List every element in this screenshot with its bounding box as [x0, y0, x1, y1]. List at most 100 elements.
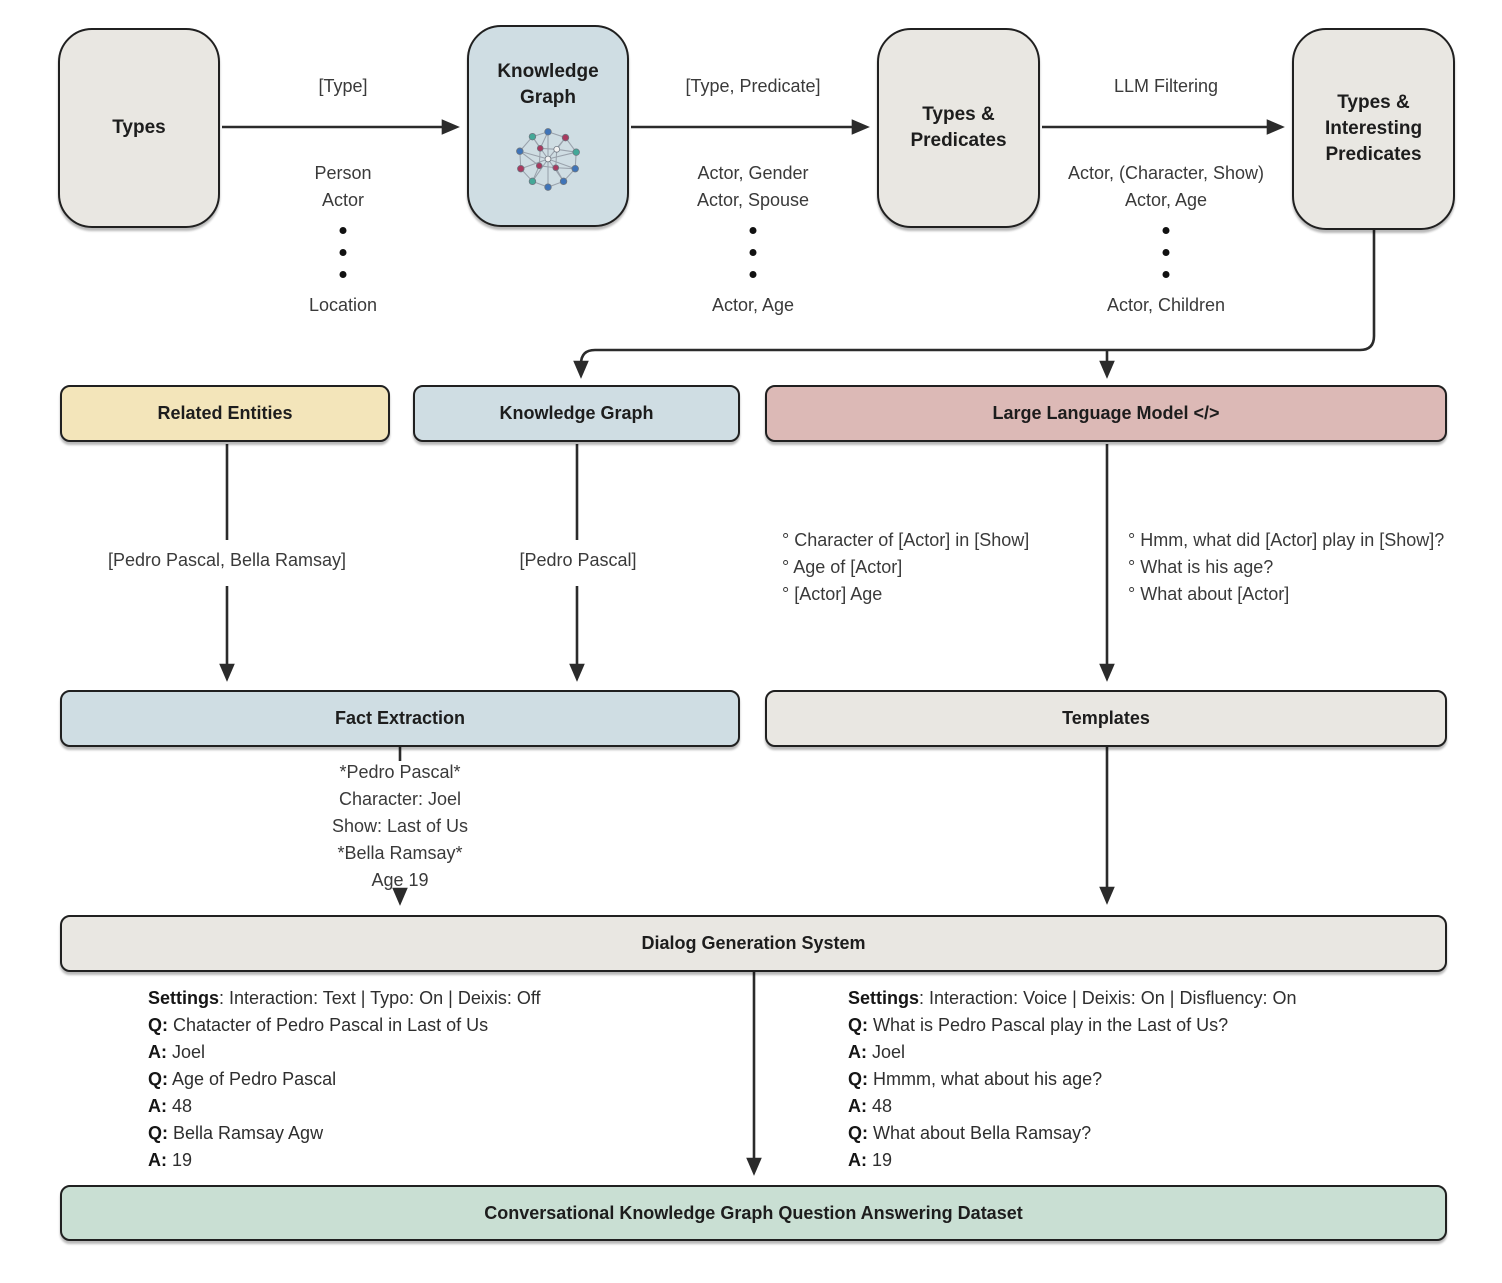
example-item: Actor, Gender	[697, 163, 809, 183]
line-prefix: Q:	[148, 1015, 168, 1035]
dialog-example-text: Settings: Interaction: Text | Typo: On |…	[148, 985, 541, 1174]
knowledge-graph-box: Knowledge Graph	[467, 25, 629, 227]
vertical-ellipsis	[339, 227, 347, 278]
line-text: 19	[867, 1150, 893, 1170]
edge-examples-type: Person Actor	[314, 160, 371, 214]
types-interesting-predicates-box: Types & Interesting Predicates	[1292, 28, 1455, 230]
line-text: : Interaction: Text | Typo: On | Deixis:…	[219, 988, 541, 1008]
vertical-ellipsis	[1162, 227, 1170, 278]
line-text: Joel	[867, 1042, 906, 1062]
line-prefix: A:	[848, 1150, 867, 1170]
related-entities-bar-title: Related Entities	[157, 403, 293, 423]
route-tip-to-kg-bar	[573, 230, 1376, 379]
template-examples-right: ° Hmm, what did [Actor] play in [Show]? …	[1128, 527, 1444, 608]
dataset-bar: Conversational Knowledge Graph Question …	[60, 1185, 1447, 1241]
line-prefix: Q:	[848, 1123, 868, 1143]
edge-label-type-predicate: [Type, Predicate]	[685, 76, 821, 96]
dialog-line: A: Joel	[148, 1039, 541, 1066]
line-prefix: Q:	[848, 1015, 868, 1035]
llm-bar-title: Large Language Model </>	[992, 403, 1220, 423]
edge-examples-type-predicate: Actor, Gender Actor, Spouse	[697, 160, 809, 214]
line-prefix: A:	[148, 1150, 167, 1170]
extracted-facts: *Pedro Pascal* Character: Joel Show: Las…	[332, 759, 468, 894]
line-text: Age of Pedro Pascal	[168, 1069, 337, 1089]
dialog-line: Q: What is Pedro Pascal play in the Last…	[848, 1012, 1297, 1039]
line-text: Chatacter of Pedro Pascal in Last of Us	[168, 1015, 489, 1035]
knowledge-graph-icon	[516, 128, 580, 191]
knowledge-graph-bar: Knowledge Graph	[413, 385, 740, 442]
dialog-example-voice: Settings: Interaction: Voice | Deixis: O…	[848, 985, 1297, 1174]
example-item: Actor, Spouse	[696, 190, 810, 210]
template-examples-left: ° Character of [Actor] in [Show] ° Age o…	[782, 527, 1029, 608]
edge-label-llm-filtering: LLM Filtering	[1113, 76, 1219, 96]
dialog-line: A: 19	[148, 1147, 541, 1174]
dialog-line: Q: Chatacter of Pedro Pascal in Last of …	[148, 1012, 541, 1039]
example-item: Person	[314, 163, 372, 183]
dialog-line: A: 19	[848, 1147, 1297, 1174]
types-interesting-predicates-box-title: Types & Interesting Predicates	[1324, 92, 1423, 165]
edge-label-type: [Type]	[318, 76, 368, 96]
dataset-bar-title: Conversational Knowledge Graph Question …	[484, 1202, 1023, 1223]
dialog-line: Q: Hmmm, what about his age?	[848, 1066, 1297, 1093]
template-example: ° Hmm, what did [Actor] play in [Show]?	[1128, 530, 1445, 550]
edge-examples-llm-filtering: Actor, (Character, Show) Actor, Age	[1068, 160, 1264, 214]
types-box-title: Types	[112, 117, 166, 138]
related-entities-bar: Related Entities	[60, 385, 390, 442]
template-example: ° Character of [Actor] in [Show]	[782, 530, 1030, 550]
dialog-line: Settings: Interaction: Voice | Deixis: O…	[848, 985, 1297, 1012]
knowledge-graph-box-title: Knowledge Graph	[497, 61, 599, 108]
vertical-ellipsis	[749, 227, 757, 278]
template-example: ° What is his age?	[1128, 557, 1274, 577]
line-text: 19	[167, 1150, 193, 1170]
template-example: ° What about [Actor]	[1128, 584, 1290, 604]
line-prefix: A:	[848, 1096, 867, 1116]
line-text: What about Bella Ramsay?	[868, 1123, 1092, 1143]
fact-extraction-bar-title: Fact Extraction	[334, 708, 466, 728]
line-prefix: Q:	[848, 1069, 868, 1089]
dialog-line: Settings: Interaction: Text | Typo: On |…	[148, 985, 541, 1012]
dialog-line: A: Joel	[848, 1039, 1297, 1066]
template-example: ° [Actor] Age	[782, 584, 883, 604]
line-prefix: Settings	[148, 988, 220, 1008]
fact-extraction-bar: Fact Extraction	[60, 690, 740, 747]
templates-bar: Templates	[765, 690, 1447, 747]
line-prefix: Q:	[148, 1069, 168, 1089]
template-example: ° Age of [Actor]	[782, 557, 903, 577]
line-prefix: A:	[848, 1042, 867, 1062]
dialog-line: Q: Bella Ramsay Agw	[148, 1120, 541, 1147]
related-to-fact-label: [Pedro Pascal, Bella Ramsay]	[107, 550, 347, 570]
example-item: Actor, Age	[1124, 190, 1208, 210]
fact-line: *Pedro Pascal*	[339, 762, 461, 782]
line-prefix: Q:	[148, 1123, 168, 1143]
example-item: Actor, Children	[1106, 295, 1226, 315]
dialog-line: A: 48	[148, 1093, 541, 1120]
example-item: Actor, Age	[711, 295, 795, 315]
line-text: Bella Ramsay Agw	[168, 1123, 324, 1143]
types-predicates-box: Types & Predicates	[877, 28, 1040, 228]
line-prefix: A:	[148, 1096, 167, 1116]
example-item: Location	[308, 295, 378, 315]
line-text: Joel	[167, 1042, 206, 1062]
line-text: 48	[867, 1096, 893, 1116]
fact-line: *Bella Ramsay*	[337, 843, 463, 863]
line-text: Hmmm, what about his age?	[868, 1069, 1103, 1089]
fact-line: Show: Last of Us	[331, 816, 469, 836]
llm-bar: Large Language Model </>	[765, 385, 1447, 442]
line-text: : Interaction: Voice | Deixis: On | Disf…	[919, 988, 1297, 1008]
types-box: Types	[58, 28, 220, 228]
kg-to-fact-label: [Pedro Pascal]	[519, 550, 637, 570]
fact-line: Age 19	[371, 870, 429, 890]
templates-bar-title: Templates	[1062, 708, 1150, 728]
dialog-generation-system-title: Dialog Generation System	[641, 933, 866, 953]
line-text: 48	[167, 1096, 193, 1116]
example-item: Actor, (Character, Show)	[1067, 163, 1265, 183]
fact-line: Character: Joel	[338, 789, 462, 809]
dialog-line: Q: What about Bella Ramsay?	[848, 1120, 1297, 1147]
dialog-generation-system-bar: Dialog Generation System	[60, 915, 1447, 972]
line-prefix: A:	[148, 1042, 167, 1062]
dialog-line: Q: Age of Pedro Pascal	[148, 1066, 541, 1093]
types-predicates-box-title: Types & Predicates	[910, 104, 1007, 151]
line-text: What is Pedro Pascal play in the Last of…	[868, 1015, 1229, 1035]
line-prefix: Settings	[848, 988, 920, 1008]
